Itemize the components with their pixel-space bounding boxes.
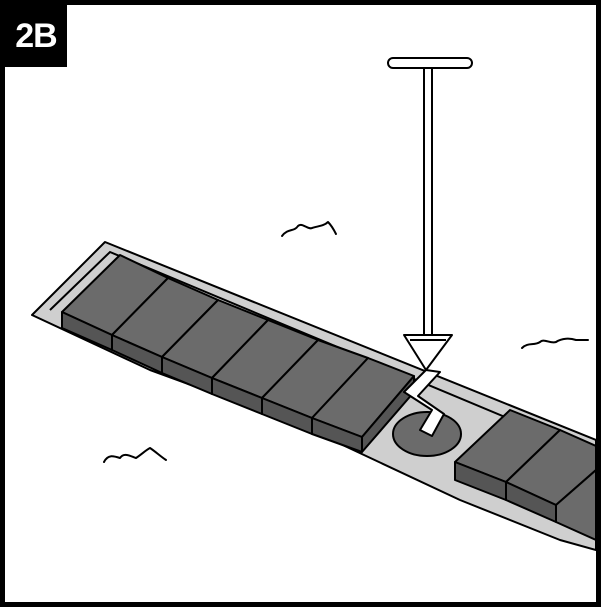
step-badge: 2B [5, 5, 67, 67]
grass-tuft-2 [522, 339, 588, 348]
grass-tuft-3 [104, 448, 166, 462]
grass-tuft-1 [282, 222, 336, 236]
installation-scene [5, 5, 596, 602]
